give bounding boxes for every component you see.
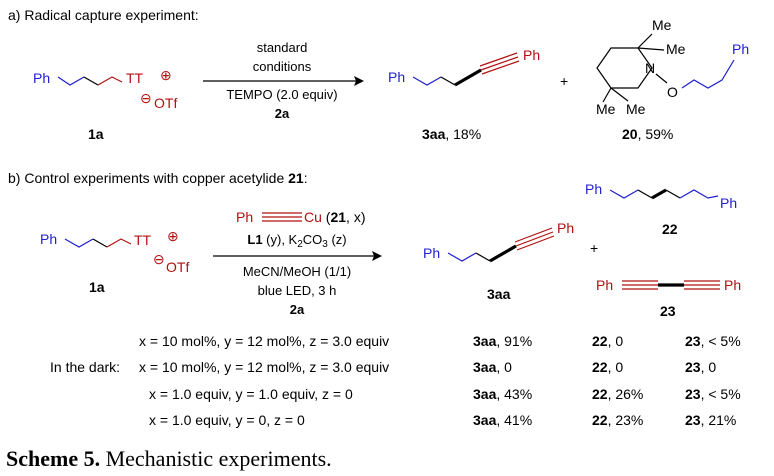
methyl-label: Me [626,101,646,117]
result-23: 23, 0 [685,359,716,375]
condition-id: 2a [275,106,290,121]
panel-b-reactant-1a: Ph TT ⊕ ⊖ OTf 1a [40,228,189,295]
row-condition: x = 1.0 equiv, y = 1.0 equiv, z = 0 [149,386,353,402]
plus-sign: + [560,73,568,89]
result-22: 22, 0 [592,359,623,375]
panel-b-title: b) Control experiments with copper acety… [8,170,308,186]
condition-text: L1 (y), K2CO3 (z) [247,232,346,250]
table-row: x = 1.0 equiv, y = 0, z = 0 3aa, 41% 22,… [149,412,736,428]
compound-id-1a: 1a [88,126,104,142]
results-table: x = 10 mol%, y = 12 mol%, z = 3.0 equiv … [50,333,741,428]
alkyl-chain [83,76,99,86]
condition-text: MeCN/MeOH (1/1) [243,264,351,279]
phenyl-label: Ph [724,277,741,293]
phenyl-label: Ph [732,41,749,57]
panel-b-product-3aa: Ph Ph 3aa [423,220,574,302]
alkyl-chain [97,76,123,86]
panel-b-reaction-arrow: Ph Cu (21, x) L1 (y), K2CO3 (z) MeCN/MeO… [213,209,382,317]
compound-id-23: 23 [660,303,676,319]
result-22: 22, 26% [592,386,643,402]
methyl-label: Me [596,101,616,117]
positive-charge: ⊕ [167,228,179,244]
phenyl-label: Ph [523,47,540,63]
thianthrenium-label: TT [126,70,144,86]
phenyl-label: Ph [388,69,405,85]
row-condition: x = 10 mol%, y = 12 mol%, z = 3.0 equiv [139,359,389,375]
piperidine-ring [596,47,653,89]
table-row: x = 1.0 equiv, y = 1.0 equiv, z = 0 3aa,… [149,386,741,402]
phenyl-label: Ph [40,231,57,247]
caption-label: Scheme 5. [6,446,101,471]
scheme-caption: Scheme 5. Mechanistic experiments. [6,446,332,472]
plus-sign: + [590,240,598,256]
panel-a-title: a) Radical capture experiment: [8,7,199,23]
alkyl-chain [57,76,85,86]
alkyl-chain [440,76,456,86]
methyl-label: Me [652,17,672,33]
caption-text: Mechanistic experiments. [100,446,332,471]
result-3aa: 3aa, 0 [473,359,512,375]
result-23: 23, < 5% [685,333,741,349]
phenyl-label: Ph [557,220,574,236]
alkyne-triple-bond [479,52,520,75]
table-row: In the dark: x = 10 mol%, y = 12 mol%, z… [50,359,716,375]
result-22: 22, 0 [592,333,623,349]
alkyne-triple-bond [684,280,720,290]
methyl-label: Me [666,41,686,57]
alkyl-chain [412,76,442,86]
result-3aa: 3aa, 91% [473,333,532,349]
panel-a-reaction-arrow: standard conditions TEMPO (2.0 equiv) 2a [203,40,364,121]
condition-text: TEMPO (2.0 equiv) [226,87,337,102]
phenyl-label: Ph [423,245,440,261]
triflate-label: OTf [154,95,177,111]
thianthrenium-label: TT [134,232,152,248]
condition-text: standard [257,40,308,55]
table-row: x = 10 mol%, y = 12 mol%, z = 3.0 equiv … [139,333,741,349]
panel-b-product-23: Ph Ph 23 [596,277,741,319]
triflate-label: OTf [166,259,189,275]
phenyl-label: Ph [720,195,737,211]
panel-a-product-3aa: Ph Ph 3aa, 18% [388,47,540,142]
panel-a-reactant-1a: Ph TT ⊕ ⊖ OTf 1a [33,67,177,142]
compound-id-3aa: 3aa [487,286,511,302]
positive-charge: ⊕ [160,67,172,83]
result-23: 23, 21% [685,412,736,428]
row-prefix: In the dark: [50,359,120,375]
panel-a-product-20: Me Me N Me Me O Ph 20, 59% [596,17,749,142]
condition-id: 2a [290,302,305,317]
compound-id-1a: 1a [89,279,105,295]
copper-label: Cu (21, x) [304,209,366,225]
row-condition: x = 10 mol%, y = 12 mol%, z = 3.0 equiv [139,333,389,349]
condition-text: blue LED, 3 h [258,283,337,298]
result-22: 22, 23% [592,412,643,428]
compound-id-20: 20, 59% [622,126,673,142]
condition-text: conditions [253,59,312,74]
oxygen-label: O [667,84,678,100]
alkyne-triple-bond [514,227,555,251]
negative-charge: ⊖ [140,90,152,106]
row-condition: x = 1.0 equiv, y = 0, z = 0 [149,412,305,428]
phenyl-label: Ph [596,277,613,293]
result-3aa: 3aa, 41% [473,412,532,428]
alkyne-triple-bond [262,212,302,222]
panel-b-product-22: Ph Ph 22 [585,181,737,237]
result-23: 23, < 5% [685,386,741,402]
nitrogen-label: N [645,60,655,76]
alkyne-triple-bond [622,280,658,290]
phenyl-label: Ph [33,70,50,86]
new-bond [454,68,482,87]
phenyl-label: Ph [585,181,602,197]
new-bond [489,244,517,263]
negative-charge: ⊖ [153,251,165,267]
compound-id-22: 22 [662,221,678,237]
result-3aa: 3aa, 43% [473,386,532,402]
phenyl-label: Ph [236,209,253,225]
compound-id-3aa: 3aa, 18% [422,126,481,142]
